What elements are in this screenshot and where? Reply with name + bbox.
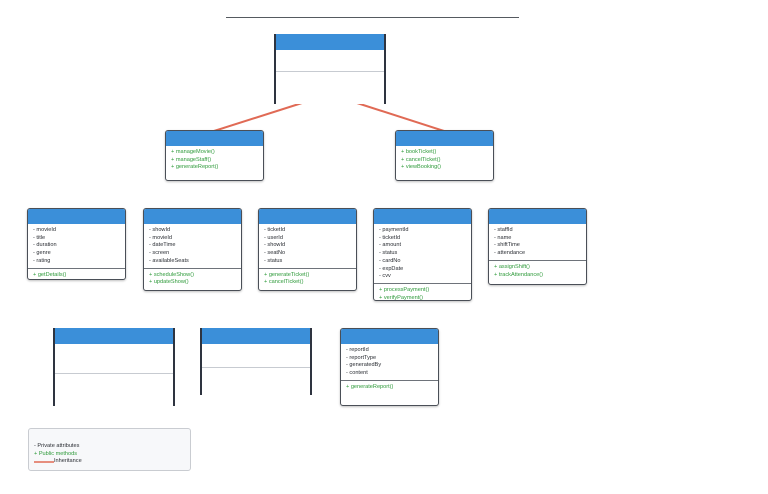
attribute-item: - movieId [149, 234, 173, 241]
attribute-item: - content [346, 370, 368, 377]
class-report[interactable]: - reportId- reportType- generatedBy- con… [340, 328, 439, 406]
method-item: + manageStaff() [171, 156, 212, 163]
class-header [166, 131, 263, 146]
legend: - Private attributes + Public methods In… [28, 428, 191, 471]
class-divider [202, 367, 310, 368]
class-empty-left[interactable] [53, 328, 175, 406]
class-customer[interactable]: + bookTicket()+ cancelTicket()+ viewBook… [395, 130, 494, 181]
attribute-list: - showId- movieId- dateTime- screen- ava… [144, 224, 241, 268]
method-item: + assignShift() [494, 263, 530, 270]
method-list: + bookTicket()+ cancelTicket()+ viewBook… [396, 146, 493, 174]
class-divider [276, 71, 384, 72]
attribute-item: - ticketId [264, 227, 286, 233]
method-item: + viewBooking() [401, 164, 441, 171]
method-item: + generateReport() [346, 383, 394, 390]
class-header [55, 328, 173, 344]
attribute-item: - amount [379, 242, 402, 249]
attribute-list: - staffId- name- shiftTime- attendance [489, 224, 586, 260]
class-header [259, 209, 356, 224]
attribute-item: - reportType [346, 354, 377, 361]
class-header [276, 34, 384, 50]
method-list: + generateReport() [341, 379, 438, 394]
attribute-item: - shiftTime [494, 242, 520, 249]
class-header [144, 209, 241, 224]
attribute-item: - showId [149, 227, 171, 233]
method-item: + processPayment() [379, 286, 430, 293]
legend-private: - Private attributes [34, 443, 80, 449]
method-item: + verifyPayment() [379, 294, 423, 301]
method-item: + scheduleShow() [149, 271, 194, 278]
method-list: + manageMovie()+ manageStaff()+ generate… [166, 146, 263, 174]
class-staff[interactable]: - staffId- name- shiftTime- attendance +… [488, 208, 587, 285]
attribute-item: - userId [264, 234, 283, 241]
legend-public: + Public methods [34, 451, 78, 457]
attribute-item: - dateTime [149, 242, 176, 249]
class-ticket[interactable]: - ticketId- userId- showId- seatNo- stat… [258, 208, 357, 291]
attribute-item: - rating [33, 257, 51, 264]
method-item: + generateReport() [171, 164, 219, 171]
class-header [489, 209, 586, 224]
attribute-item: - generatedBy [346, 362, 382, 369]
method-list: + processPayment()+ verifyPayment() [374, 282, 471, 301]
attribute-item: - status [264, 257, 283, 264]
attribute-item: - ticketId [379, 234, 401, 241]
attribute-item: - showId [264, 242, 286, 249]
method-item: + generateTicket() [264, 271, 310, 278]
class-header [341, 329, 438, 344]
attribute-item: - screen [149, 250, 170, 257]
method-list: + getDetails() [28, 267, 125, 279]
attribute-item: - movieId [33, 227, 57, 233]
class-user-base[interactable] [274, 34, 386, 104]
method-list: + generateTicket()+ cancelTicket() [259, 267, 356, 289]
legend-inheritance-line [34, 461, 54, 463]
attribute-item: - duration [33, 242, 57, 249]
attribute-item: - cardNo [379, 257, 401, 264]
attribute-item: - reportId [346, 347, 369, 353]
method-list: + assignShift()+ trackAttendance() [489, 259, 586, 281]
method-list: + scheduleShow()+ updateShow() [144, 267, 241, 289]
attribute-item: - title [33, 234, 46, 241]
method-item: + updateShow() [149, 279, 189, 286]
attribute-item: - attendance [494, 250, 526, 257]
attribute-item: - staffId [494, 227, 513, 233]
method-item: + cancelTicket() [401, 156, 441, 163]
attribute-item: - cvv [379, 273, 391, 280]
class-empty-middle[interactable] [200, 328, 312, 395]
legend-inheritance: Inheritance [54, 458, 82, 464]
class-header [202, 328, 310, 344]
attribute-item: - availableSeats [149, 257, 189, 264]
class-admin[interactable]: + manageMovie()+ manageStaff()+ generate… [165, 130, 264, 181]
attribute-item: - seatNo [264, 250, 286, 257]
class-movie[interactable]: - movieId- title- duration- genre- ratin… [27, 208, 126, 280]
attribute-item: - name [494, 234, 512, 241]
attribute-item: - paymentId [379, 227, 409, 233]
method-item: + cancelTicket() [264, 279, 304, 286]
attribute-item: - genre [33, 250, 51, 257]
title-underline [226, 17, 519, 18]
attribute-item: - status [379, 250, 398, 257]
attribute-list: - movieId- title- duration- genre- ratin… [28, 224, 125, 268]
attribute-list: - paymentId- ticketId- amount- status- c… [374, 224, 471, 283]
method-item: + getDetails() [33, 271, 67, 278]
attribute-list: - reportId- reportType- generatedBy- con… [341, 344, 438, 380]
inheritance-line-admin [213, 102, 303, 132]
class-payment[interactable]: - paymentId- ticketId- amount- status- c… [373, 208, 472, 301]
class-show[interactable]: - showId- movieId- dateTime- screen- ava… [143, 208, 242, 291]
class-divider [55, 373, 173, 374]
method-item: + bookTicket() [401, 149, 437, 155]
attribute-item: - expDate [379, 265, 404, 272]
class-header [374, 209, 471, 224]
method-item: + trackAttendance() [494, 271, 543, 278]
class-header [28, 209, 125, 224]
class-header [396, 131, 493, 146]
inheritance-line-customer [356, 102, 445, 132]
attribute-list: - ticketId- userId- showId- seatNo- stat… [259, 224, 356, 268]
method-item: + manageMovie() [171, 149, 215, 155]
